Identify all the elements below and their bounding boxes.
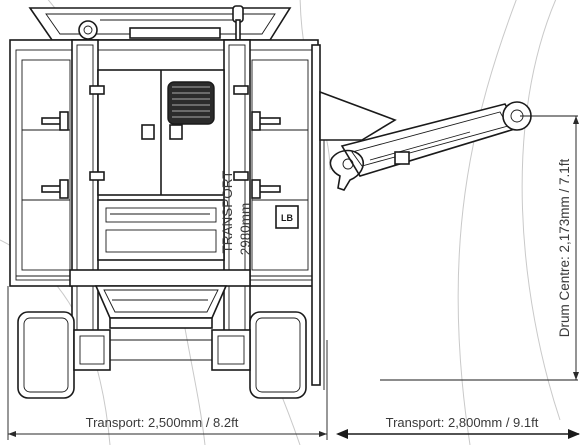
transport-height-label: TRANSPORT 2980mm xyxy=(220,170,253,255)
right-track xyxy=(211,311,307,399)
panel-badge: LB xyxy=(281,213,293,223)
drum-centre-label: Drum Centre: 2,173mm / 7.1ft xyxy=(557,158,572,337)
extension-label: Transport: 2,800mm / 9.1ft xyxy=(386,415,539,430)
drum-centre-dimension: Drum Centre: 2,173mm / 7.1ft xyxy=(380,115,579,381)
side-conveyor xyxy=(319,90,532,191)
extension-dimension: Transport: 2,800mm / 9.1ft xyxy=(336,415,580,439)
left-track xyxy=(17,311,111,399)
machine-body: LB xyxy=(9,39,319,341)
width-label: Transport: 2,500mm / 8.2ft xyxy=(86,415,239,430)
width-dimension: Transport: 2,500mm / 8.2ft xyxy=(7,286,328,440)
transport-value: 2980mm xyxy=(238,203,253,256)
transport-label: TRANSPORT xyxy=(220,170,235,253)
top-hopper xyxy=(28,5,292,41)
